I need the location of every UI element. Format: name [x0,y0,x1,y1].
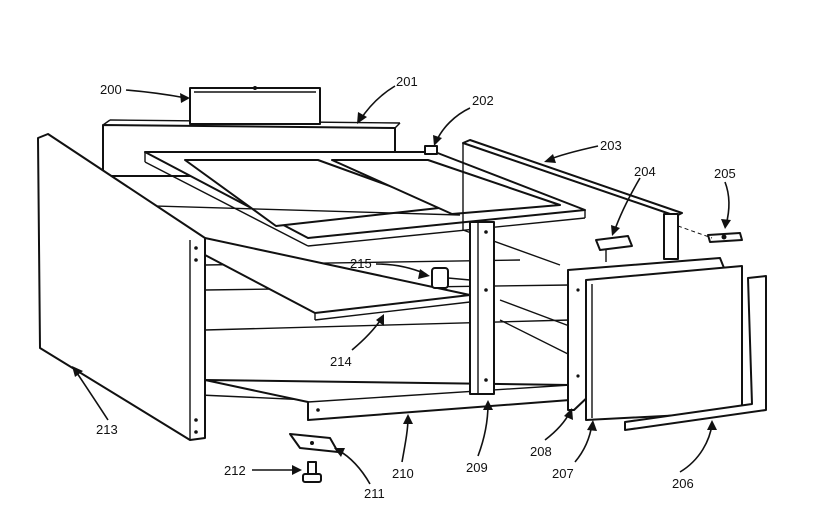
callout-204: 204 [634,164,656,179]
callout-205: 205 [714,166,736,181]
part-205-pivot-bracket [677,225,743,243]
callout-215: 215 [350,256,372,271]
callout-206: 206 [672,476,694,491]
callout-209: 209 [466,460,488,475]
part-212-leveling-screw [302,461,322,483]
callout-200: 200 [100,82,122,97]
callout-labels: 200 201 202 203 204 205 206 207 208 209 … [96,74,736,501]
callout-208: 208 [530,444,552,459]
part-214-shelf [204,237,471,321]
part-202-top-frame [144,145,586,247]
part-211-leveling-plate [289,433,339,453]
callout-leaders [72,85,731,485]
part-206-door-trim [624,275,767,431]
callout-203: 203 [600,138,622,153]
part-210-bottom-rail [204,379,571,421]
callout-211: 211 [364,486,385,501]
callout-213: 213 [96,422,118,437]
part-213-side-panel [37,133,206,441]
callout-210: 210 [392,466,414,481]
callout-201: 201 [396,74,418,89]
part-209-center-post [469,221,495,395]
part-215-latch [431,267,471,289]
callout-202: 202 [472,93,494,108]
callout-207: 207 [552,466,574,481]
part-200-junction-box [189,86,321,125]
part-207-door [576,265,743,421]
callout-214: 214 [330,354,352,369]
callout-212: 212 [224,463,246,478]
part-204-hinge [595,235,633,262]
